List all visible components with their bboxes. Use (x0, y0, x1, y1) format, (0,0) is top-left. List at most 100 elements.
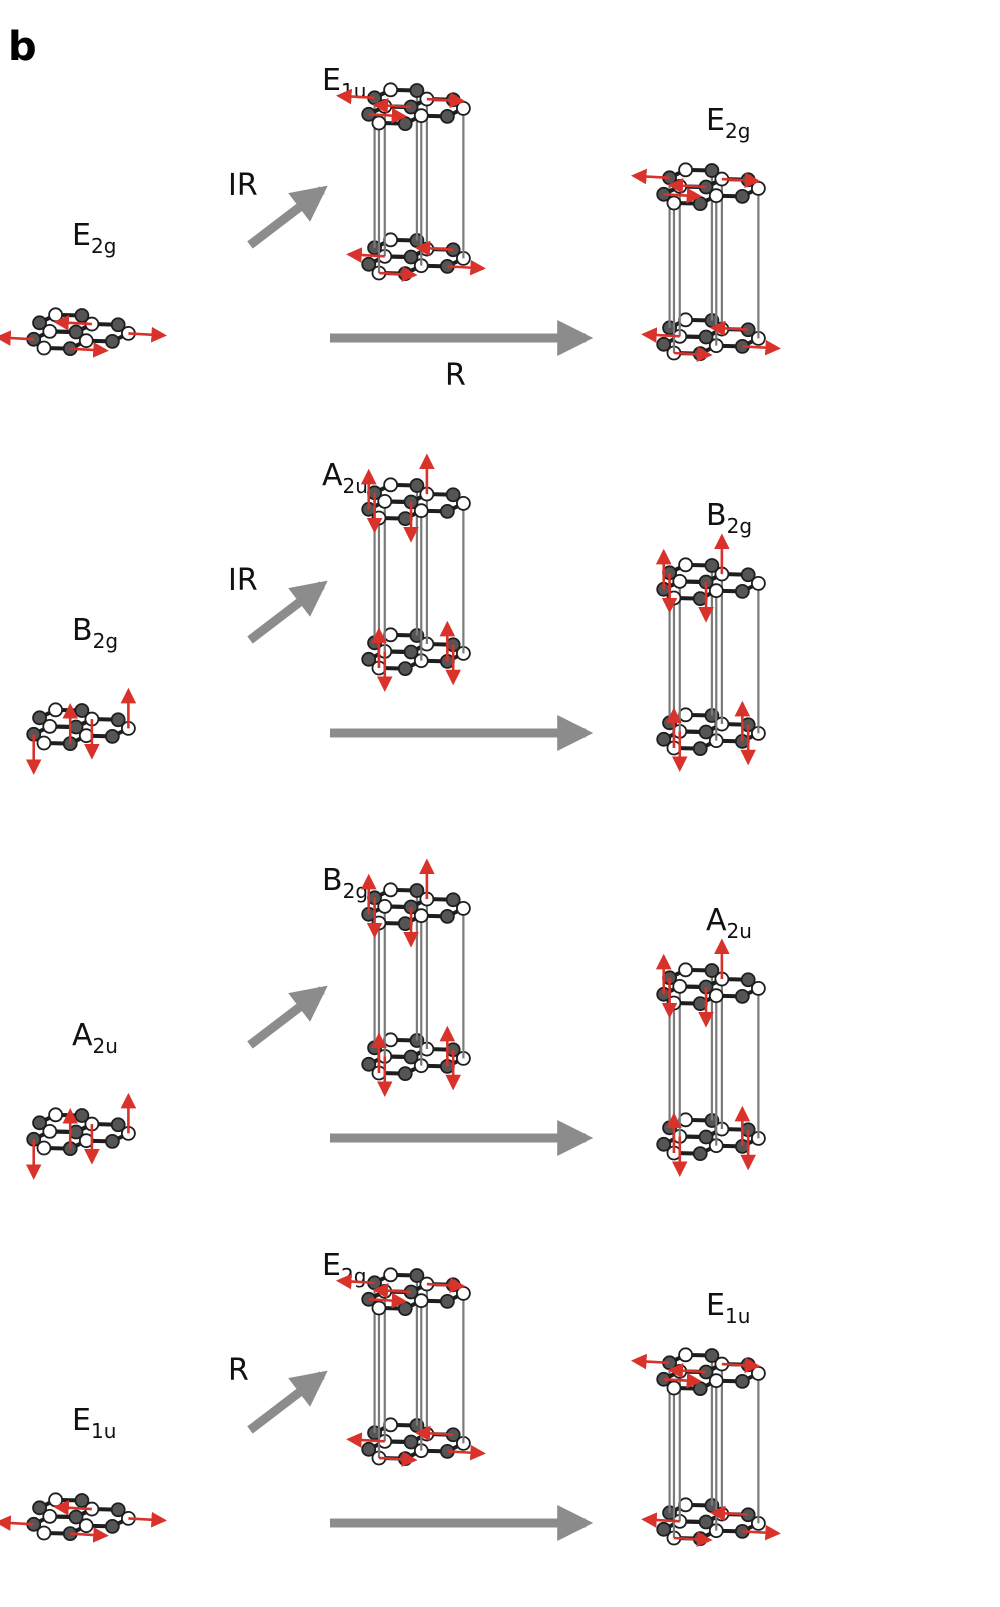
atom-light (383, 1032, 399, 1048)
atom-light (678, 312, 694, 328)
atom-dark (734, 1373, 750, 1389)
displacement-arrow (346, 247, 385, 263)
atom-dark (32, 1500, 47, 1516)
transition-arrow-up (247, 1370, 328, 1434)
atom-dark (692, 1381, 708, 1397)
atom-light (377, 493, 393, 509)
displacement-arrow (70, 342, 109, 358)
atom-light (78, 333, 94, 349)
atom-dark (361, 1441, 377, 1457)
atom-light (48, 702, 64, 718)
atom-dark (698, 724, 714, 740)
atom-light (48, 307, 64, 323)
atom-light (672, 573, 688, 589)
atom-light (708, 188, 724, 204)
atom-dark (32, 1115, 47, 1131)
activity-label-up: IR (228, 563, 258, 598)
atom-light (383, 882, 399, 898)
atom-light (413, 503, 429, 519)
displacement-arrow (378, 1451, 418, 1468)
atom-dark (704, 558, 720, 573)
displacement-arrow (53, 1499, 92, 1516)
atom-light (36, 1525, 52, 1541)
atom-dark (740, 972, 756, 988)
bilayer-right-mode-label: E2g (706, 103, 750, 143)
displacement-arrow (742, 339, 781, 356)
displacement-arrow (630, 1353, 670, 1370)
displacement-arrow (721, 172, 761, 189)
displacement-arrow (426, 92, 466, 109)
atom-dark (704, 163, 720, 178)
atom-light (48, 1492, 64, 1508)
displacement-arrow (667, 1362, 707, 1379)
monolayer-mode-label: E2g (72, 218, 116, 258)
atom-dark (409, 478, 425, 493)
atom-dark (439, 108, 455, 124)
atom-light (678, 162, 694, 178)
atom-dark (68, 324, 84, 340)
bilayer-right-mode-label: A2u (706, 903, 752, 943)
atom-light (455, 900, 471, 916)
displacement-arrow (742, 1524, 781, 1541)
displacement-arrow (663, 1372, 703, 1389)
displacement-arrow (70, 1527, 109, 1543)
atom-dark (68, 1509, 84, 1525)
displacement-arrow (368, 1292, 408, 1309)
atom-dark (104, 333, 120, 349)
displacement-arrow (641, 327, 680, 343)
displacement-arrow (0, 330, 34, 346)
atom-dark (698, 1129, 714, 1145)
atom-dark (397, 661, 413, 677)
atom-dark (403, 1434, 419, 1450)
atom-dark (409, 1268, 425, 1283)
atom-light (672, 978, 688, 994)
atom-light (455, 495, 471, 511)
atom-light (42, 718, 58, 734)
atom-dark (74, 308, 90, 323)
atom-light (678, 557, 694, 573)
atom-light (48, 1107, 64, 1123)
atom-dark (397, 1066, 413, 1082)
atom-light (708, 988, 724, 1004)
atom-dark (439, 503, 455, 519)
atom-dark (698, 1514, 714, 1530)
atom-dark (110, 1502, 126, 1518)
atom-dark (734, 188, 750, 204)
atom-dark (656, 731, 672, 747)
monolayer-mode-label: E1u (72, 1403, 116, 1443)
atom-dark (32, 315, 47, 331)
displacement-arrow (414, 1425, 454, 1442)
bilayer-up-mode-label: B2g (322, 863, 368, 903)
atom-light (383, 627, 399, 643)
atom-dark (74, 1108, 90, 1123)
atom-light (678, 1347, 694, 1363)
atom-light (666, 1380, 682, 1396)
displacement-arrow (335, 1273, 375, 1290)
atom-dark (361, 1056, 377, 1072)
atom-light (678, 962, 694, 978)
displacement-arrow (721, 1357, 761, 1374)
atom-light (36, 735, 52, 751)
transition-arrow-up (247, 580, 328, 644)
atom-light (42, 323, 58, 339)
displacement-arrow (128, 1511, 167, 1528)
atom-dark (656, 1136, 672, 1152)
atom-dark (397, 116, 413, 132)
atom-dark (656, 336, 672, 352)
bilayer-right-mode-label: B2g (706, 498, 752, 538)
displacement-arrow (641, 1512, 680, 1528)
activity-label-up: R (228, 1353, 249, 1388)
atom-dark (439, 1293, 455, 1309)
atom-dark (740, 567, 756, 583)
displacement-arrow (53, 314, 92, 331)
displacement-arrow (414, 240, 454, 257)
atom-light (666, 195, 682, 211)
atom-light (383, 477, 399, 493)
atom-dark (439, 908, 455, 924)
displacement-arrow (368, 107, 408, 124)
